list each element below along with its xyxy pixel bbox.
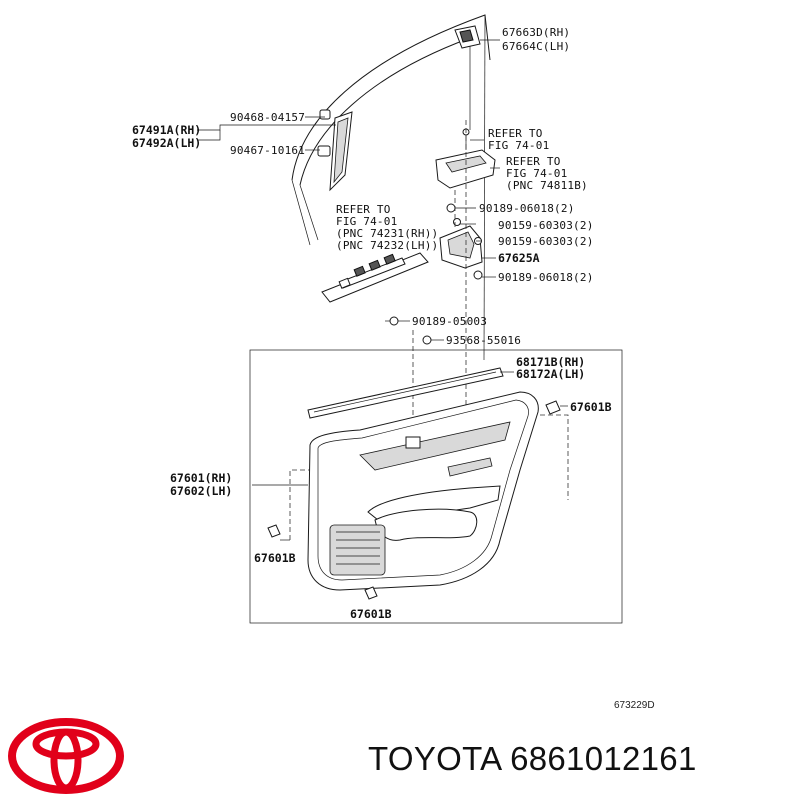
label-67601: 67601(RH) — [170, 471, 232, 485]
belt-moulding — [307, 367, 504, 419]
label-93568: 93568-55016 — [446, 334, 521, 347]
label-refer1-b: FIG 74-01 — [488, 139, 549, 152]
door-trim-panel — [307, 391, 539, 591]
label-refer1-a: REFER TO — [488, 127, 543, 140]
door-frame — [291, 14, 491, 361]
part-labels: 67663D(RH) 67664C(LH) 90468-04157 67491A… — [132, 26, 655, 711]
top-bracket — [454, 25, 481, 49]
label-refer3-d: (PNC 74232(LH)) — [336, 239, 438, 252]
trim-clips — [267, 400, 561, 600]
label-refer2-b: FIG 74-01 — [506, 167, 567, 180]
label-90467: 90467-10161 — [230, 144, 305, 157]
brand-footer: TOYOTA 6861012161 — [368, 740, 697, 778]
label-90189a: 90189-06018(2) — [479, 202, 575, 215]
label-67664c: 67664C(LH) — [502, 40, 570, 53]
brand-name: TOYOTA — [368, 740, 501, 777]
inside-handle-bezel — [435, 128, 496, 189]
label-90189c: 90189-05003 — [412, 315, 487, 328]
label-67492a: 67492A(LH) — [132, 136, 201, 150]
label-67625a: 67625A — [498, 251, 540, 265]
label-90159b: 90159-60303(2) — [498, 235, 594, 248]
toyota-logo-icon — [8, 718, 124, 794]
switch-bracket — [439, 203, 483, 280]
label-67601b-right: 67601B — [570, 400, 612, 414]
label-68171b: 68171B(RH) — [516, 355, 585, 369]
label-90468: 90468-04157 — [230, 111, 305, 124]
label-90189b: 90189-06018(2) — [498, 271, 594, 284]
label-67491a: 67491A(RH) — [132, 123, 201, 137]
label-refer3-a: REFER TO — [336, 203, 391, 216]
label-67601b-bottom: 67601B — [350, 607, 392, 621]
label-refer3-b: FIG 74-01 — [336, 215, 397, 228]
power-window-switch — [321, 252, 429, 303]
part-number: 6861012161 — [510, 740, 697, 777]
figure-code: 673229D — [614, 700, 655, 711]
label-67602: 67602(LH) — [170, 484, 232, 498]
label-refer3-c: (PNC 74231(RH)) — [336, 227, 438, 240]
label-67601b-left: 67601B — [254, 551, 296, 565]
label-90159a: 90159-60303(2) — [498, 219, 594, 232]
label-68172a: 68172A(LH) — [516, 367, 585, 381]
detail-box — [249, 349, 623, 624]
label-refer2-c: (PNC 74811B) — [506, 179, 588, 192]
leader-lines — [197, 39, 568, 541]
label-refer2-a: REFER TO — [506, 155, 561, 168]
corner-garnish — [317, 109, 353, 192]
label-67663d: 67663D(RH) — [502, 26, 570, 39]
